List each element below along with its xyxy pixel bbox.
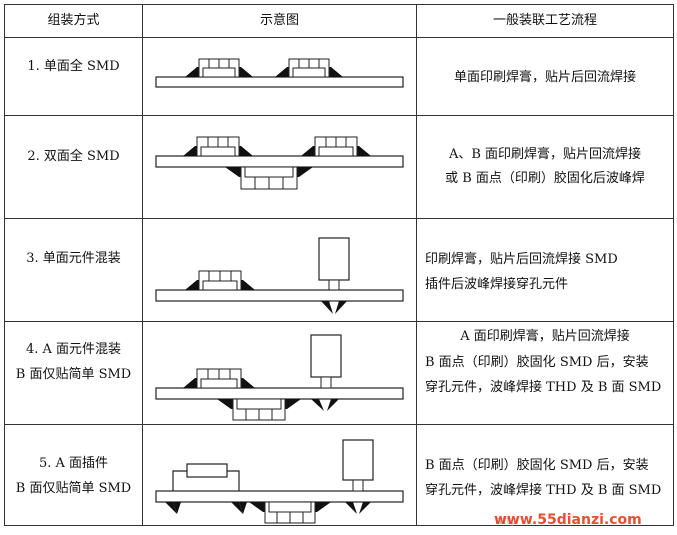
row5-diagram	[155, 439, 404, 524]
pcb-board	[155, 387, 404, 400]
row-divider	[5, 321, 673, 322]
bottom-smd-component	[225, 166, 313, 190]
row3-process-line1: 印刷焊膏，贴片后回流焊接 SMD	[425, 252, 618, 267]
header-method: 组装方式	[47, 13, 100, 28]
watermark-faint: http	[495, 514, 518, 527]
col-divider	[142, 5, 143, 525]
row4-method-line1: 4. A 面元件混装	[25, 342, 122, 357]
row2-diagram	[155, 136, 404, 190]
row5-process-line1: B 面点（印刷）胶固化 SMD 后，安装	[425, 458, 649, 473]
row1-method: 1. 单面全 SMD	[27, 59, 120, 74]
row2-process-line1: A、B 面印刷焊膏，贴片回流焊接	[448, 147, 642, 162]
col-divider	[416, 5, 417, 525]
row-divider	[5, 115, 673, 116]
bottom-smd-component	[217, 398, 301, 421]
pcb-board	[155, 289, 404, 302]
smd-component	[185, 270, 255, 291]
row-divider	[5, 218, 673, 219]
row1-process: 单面印刷焊膏，贴片后回流焊接	[453, 70, 636, 85]
row3-method: 3. 单面元件混装	[26, 251, 121, 266]
row2-process-line2: 或 B 面点（印刷）胶固化后波峰焊	[445, 171, 645, 186]
row5-process-line2: 穿孔元件，波峰焊接 THD 及 B 面 SMD	[425, 483, 662, 498]
pcb-board	[155, 76, 404, 88]
row5-method-line2: B 面仅贴简单 SMD	[15, 481, 132, 496]
smd-component	[183, 136, 253, 157]
assembly-table: 组装方式 示意图 一般装联工艺流程 1. 单面全 SMD 单面印刷焊膏，贴片后回…	[4, 4, 674, 526]
through-hole-component	[342, 439, 374, 514]
axial-through-hole-component	[165, 463, 247, 514]
row3-process-line2: 插件后波峰焊接穿孔元件	[425, 277, 569, 292]
smd-component	[275, 58, 343, 78]
through-hole-component	[310, 334, 342, 411]
smd-component	[185, 58, 253, 78]
row4-diagram	[155, 334, 404, 421]
row4-process-line3: 穿孔元件，波峰焊接 THD 及 B 面 SMD	[425, 380, 662, 395]
smd-component	[183, 368, 255, 389]
row1-diagram	[155, 58, 404, 88]
pcb-board	[155, 490, 404, 503]
pcb-board	[155, 155, 404, 168]
row5-method-line1: 5. A 面插件	[38, 456, 109, 471]
through-hole-component	[318, 237, 350, 314]
row2-method: 2. 双面全 SMD	[27, 149, 120, 164]
row4-process-line1: A 面印刷焊膏，贴片回流焊接	[460, 329, 630, 344]
header-process: 一般装联工艺流程	[492, 13, 597, 28]
row4-method-line2: B 面仅贴简单 SMD	[15, 367, 132, 382]
header-diagram: 示意图	[259, 13, 299, 28]
row-divider	[5, 37, 673, 38]
watermark: www.55dianzi.com	[494, 512, 642, 528]
row-divider	[5, 424, 673, 425]
row4-process-line2: B 面点（印刷）胶固化 SMD 后，安装	[425, 355, 649, 370]
smd-component	[301, 136, 371, 157]
row3-diagram	[155, 237, 404, 314]
bottom-smd-component	[249, 501, 331, 524]
